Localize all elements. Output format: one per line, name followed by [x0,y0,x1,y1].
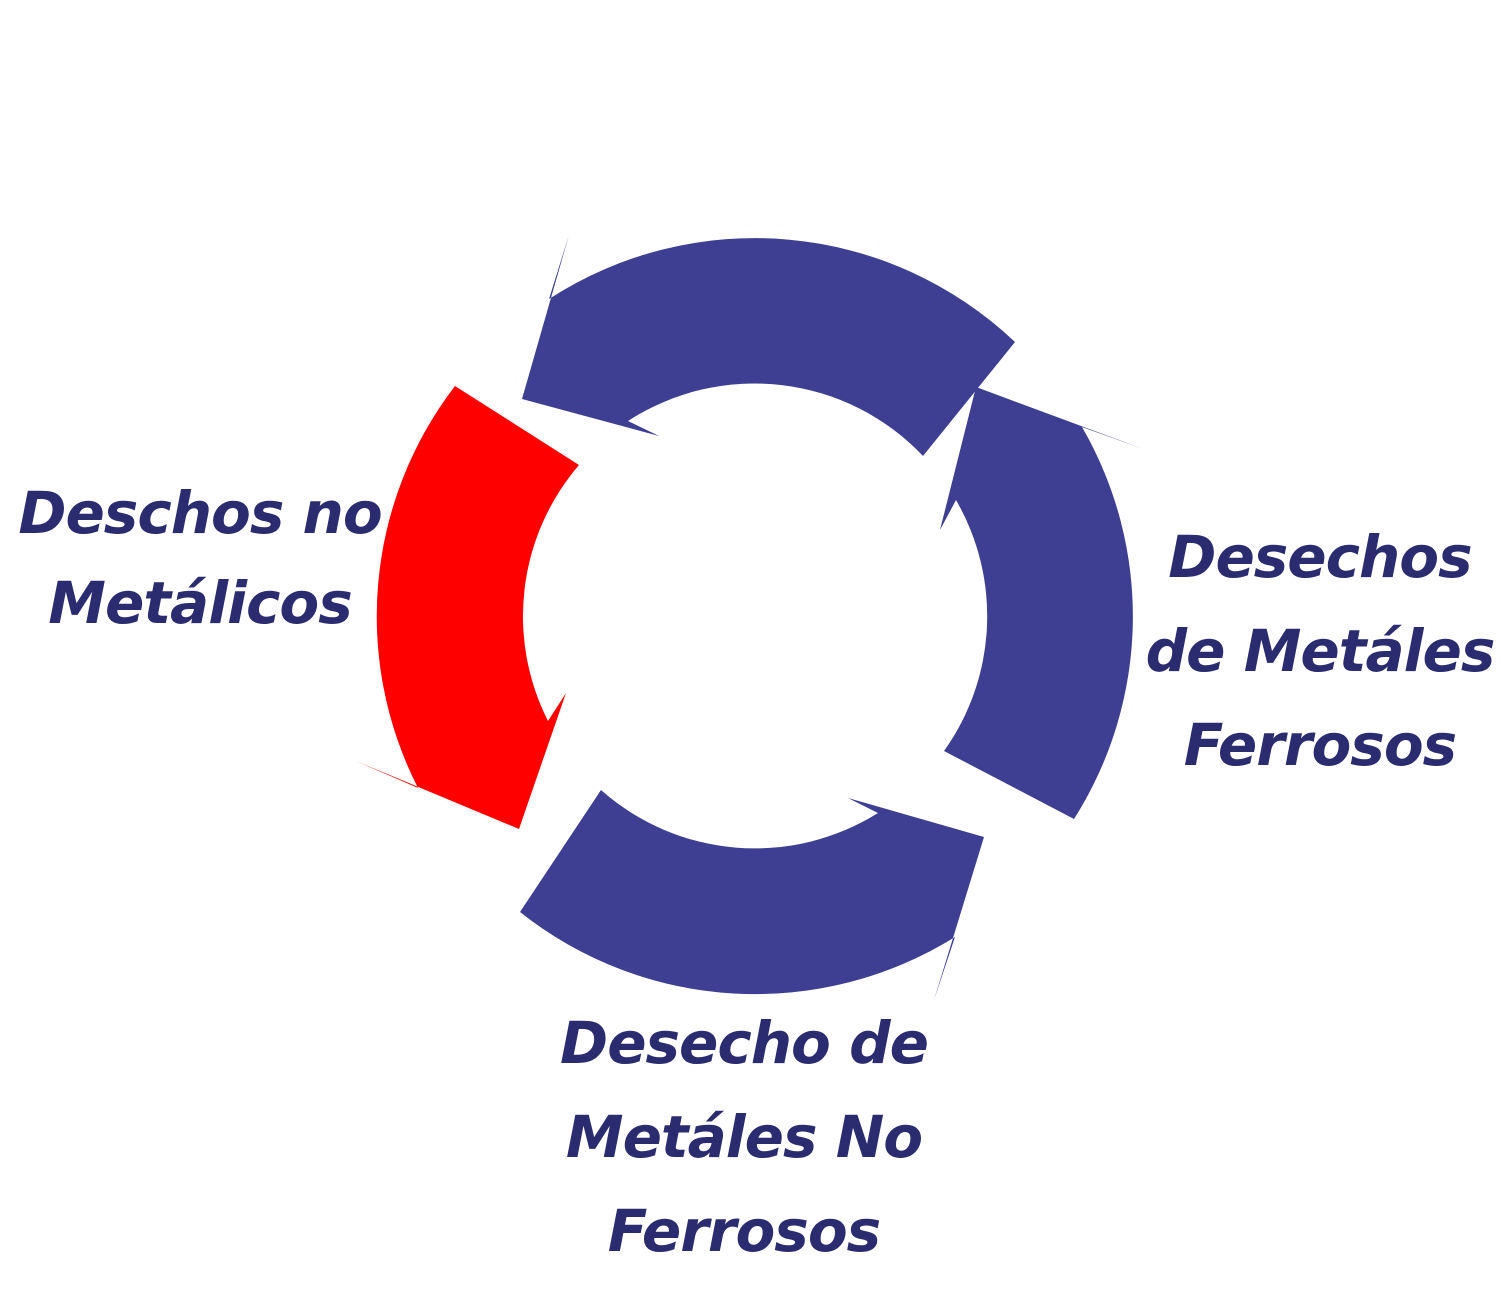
arrow-bottom-icon [520,790,984,1000]
label-line: Ferrosos [1183,711,1457,779]
label-line: Desechos [1168,523,1472,591]
label-line: Ferrosos [607,1197,881,1265]
label-line: Metálicos [48,569,352,637]
label-line: Desecho de [560,1009,929,1077]
arrow-top-icon [522,235,1015,456]
label-line: Deschos no [18,479,382,547]
label-desecho-metales-no-ferrosos: Desecho de Metáles No Ferrosos [534,996,954,1278]
arrow-left-red-icon [356,386,579,829]
label-line: de Metáles [1145,617,1496,685]
label-desechos-metales-ferrosos: Desechos de Metáles Ferrosos [1130,510,1509,792]
label-line: Metáles No [565,1103,923,1171]
arrow-right-icon [940,387,1146,819]
label-deschos-no-metalicos: Deschos no Metálicos [10,468,390,648]
